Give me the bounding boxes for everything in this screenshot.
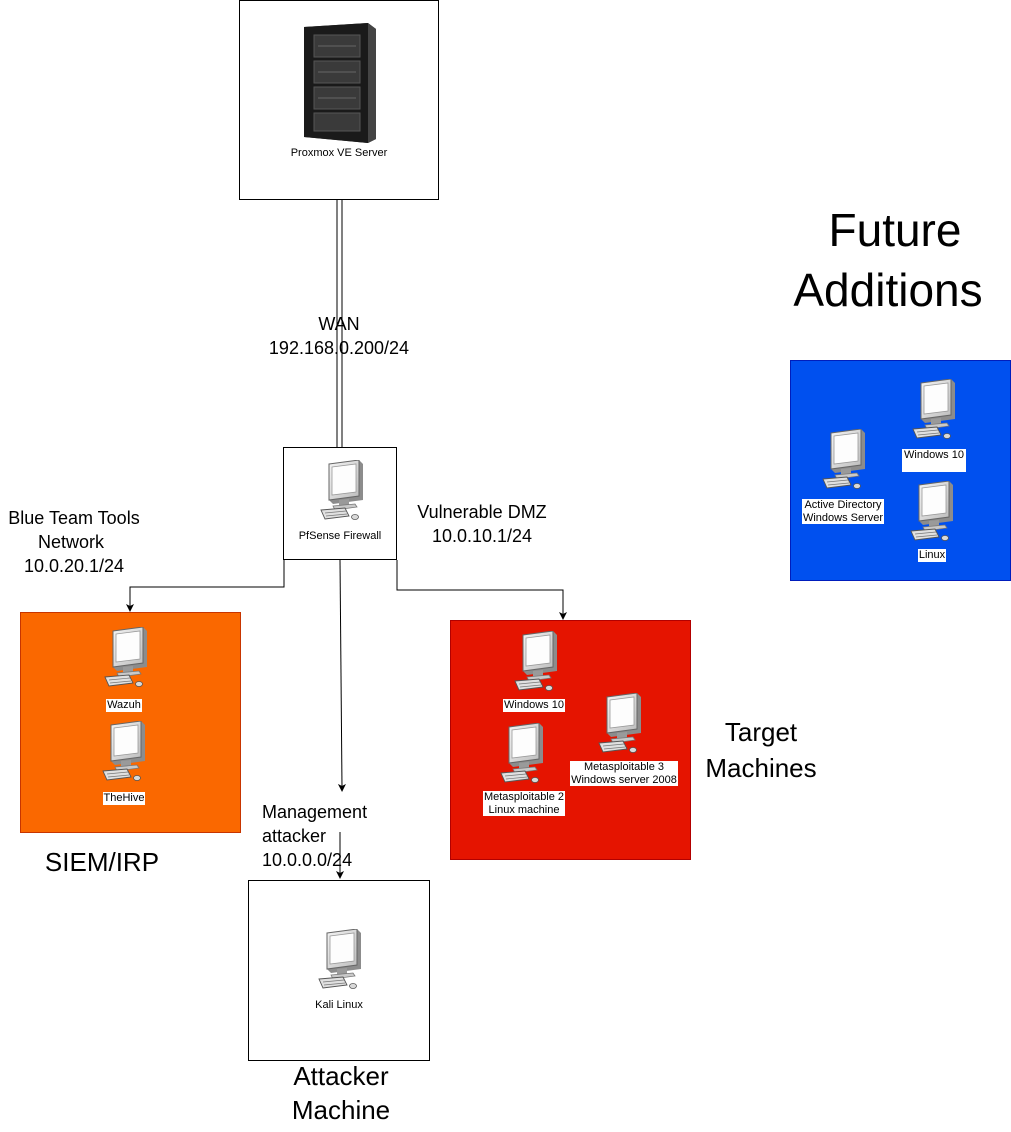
management-line2: attacker [262,826,327,846]
attacker-machine-box[interactable]: Kali Linux [248,880,430,1061]
computer-icon [102,721,146,781]
future-windows10[interactable]: Windows 10 [899,449,969,472]
target-caption-line1: Target [724,717,798,747]
siem-host-wazuh[interactable]: Wazuh [106,699,142,712]
siem-host-thehive[interactable]: TheHive [102,792,146,805]
dmz-subnet: 10.0.10.1/24 [431,526,533,546]
siem-network-box[interactable]: Wazuh TheHive [20,612,241,833]
server-rack-icon [304,23,376,143]
dmz-title: Vulnerable DMZ [417,502,547,522]
computer-icon [598,693,642,753]
future-linux[interactable]: Linux [917,549,947,562]
server-label: Proxmox VE Server [290,147,388,159]
attacker-caption-line2: Machine [291,1095,391,1125]
computer-icon [514,631,558,691]
computer-icon [500,723,544,783]
blue-team-subnet: 10.0.20.1/24 [23,556,125,576]
link-dmz [396,560,567,620]
attacker-caption-line1: Attacker [293,1061,389,1091]
wan-subnet: 192.168.0.200/24 [268,338,410,358]
proxmox-server-node[interactable]: Proxmox VE Server [239,0,439,200]
link-blue-team [126,560,285,612]
future-title-line2: Additions [793,264,983,316]
management-subnet: 10.0.0.0/24 [262,850,353,870]
target-caption-line2: Machines [705,753,817,783]
computer-icon [318,929,362,989]
firewall-label: PfSense Firewall [298,530,382,542]
computer-icon [320,460,364,520]
blue-team-line2: Network [37,532,104,552]
pfsense-firewall-node[interactable]: PfSense Firewall [283,447,397,560]
computer-icon [104,627,148,687]
computer-icon [912,379,956,439]
link-management [337,559,346,792]
blue-team-line1: Blue Team Tools [8,508,140,528]
wan-title: WAN [318,314,360,334]
management-line1: Management [262,802,368,822]
computer-icon [822,429,866,489]
siem-caption: SIEM/IRP [44,847,160,877]
attacker-label: Kali Linux [315,999,363,1011]
target-windows10[interactable]: Windows 10 [503,699,565,712]
computer-icon [910,481,954,541]
future-title-line1: Future [828,204,962,256]
